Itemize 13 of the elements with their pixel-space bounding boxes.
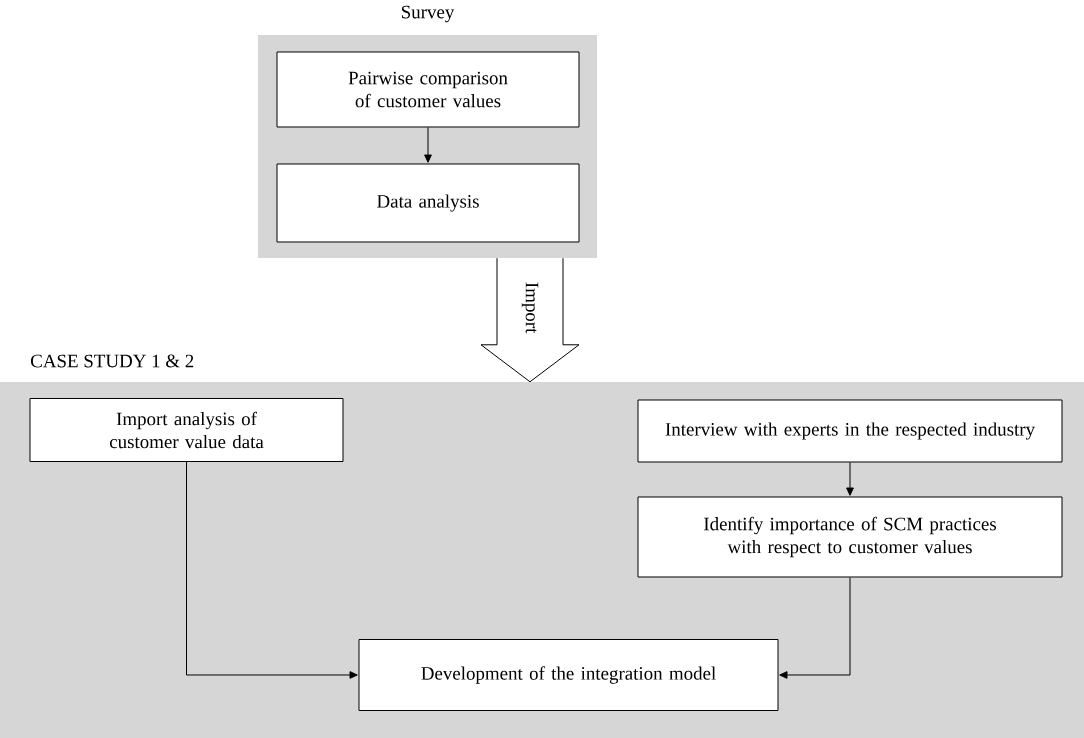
node-label: Survey [401,5,455,23]
arrow [424,127,432,163]
process-box: Pairwise comparison of customer values [276,51,580,128]
node-label: CASE STUDY 1 & 2 [30,354,194,368]
arrow [186,461,358,679]
block-arrow [480,257,580,383]
process-box: Interview with experts in the respected industry [637,399,1063,463]
arrow [779,577,851,679]
arrow [846,462,854,496]
process-box: Development of the integration model [358,639,779,711]
process-box: Data analysis [276,163,580,243]
process-box: Import analysis of customer value data [29,398,344,462]
process-box: Identify importance of SCM practices with respect to customer values [637,496,1063,578]
